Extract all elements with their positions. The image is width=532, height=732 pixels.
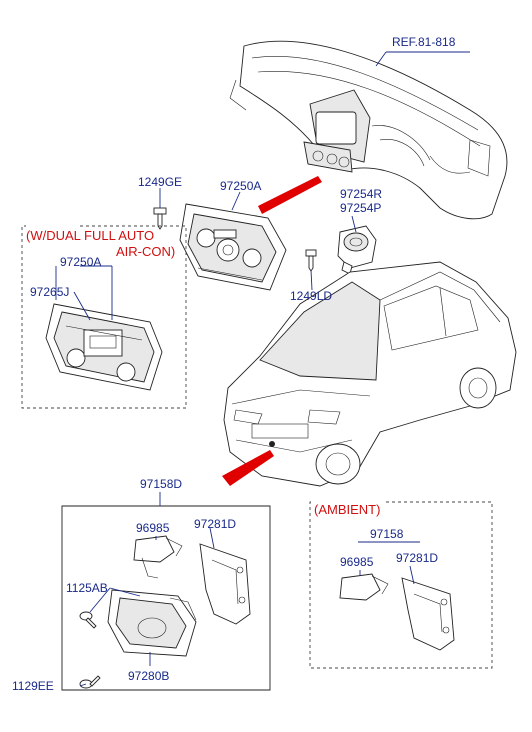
callout-97254r: 97254R — [340, 187, 382, 201]
bolt-1125ab — [79, 611, 97, 629]
callout-1129ee: 1129EE — [12, 679, 54, 693]
callout-97265j: 97265J — [30, 285, 69, 299]
bracket-97281d-right — [401, 577, 455, 651]
callout-96985-right: 96985 — [340, 555, 374, 569]
dual-auto-control-unit — [45, 303, 163, 391]
lower-left-frame — [61, 505, 271, 691]
note-dual-line1: (W/DUAL FULL AUTO — [26, 228, 154, 243]
heater-control-unit — [179, 203, 287, 291]
note-ambient: (AMBIENT) — [314, 502, 380, 517]
module-97280b — [107, 589, 197, 657]
suv-illustration — [223, 261, 517, 487]
callout-97250a-top: 97250A — [220, 179, 261, 193]
callout-1125ab: 1125AB — [66, 581, 108, 595]
callout-97281d-right: 97281D — [396, 551, 438, 565]
screw-1249ld — [305, 249, 317, 272]
note-dual-line2: AIR-CON) — [116, 244, 175, 259]
sensor-96985-right — [339, 573, 389, 601]
callout-97280b: 97280B — [128, 669, 169, 683]
ambient-box — [309, 501, 493, 669]
callout-1249ge: 1249GE — [138, 175, 182, 189]
dashboard-illustration — [229, 40, 508, 220]
callout-97250a-left: 97250A — [60, 255, 101, 269]
bolt-1129ee — [79, 675, 101, 689]
callout-96985-left: 96985 — [136, 521, 170, 535]
callout-97281d-left: 97281D — [194, 517, 236, 531]
screw-1249ge — [153, 207, 167, 230]
sensor-96985-left — [133, 535, 183, 579]
bracket-97281d-left — [199, 543, 251, 625]
callout-ref: REF.81-818 — [392, 35, 456, 49]
red-pointer-arrow — [258, 176, 322, 214]
callout-97254p: 97254P — [340, 201, 381, 215]
ambient-sensor-97254 — [337, 225, 377, 275]
leader-lines — [55, 51, 470, 687]
callout-97158: 97158 — [370, 527, 404, 541]
callout-1249ld: 1249LD — [290, 289, 332, 303]
red-pointer-arrow-2 — [222, 450, 274, 486]
callout-97158d: 97158D — [140, 477, 182, 491]
